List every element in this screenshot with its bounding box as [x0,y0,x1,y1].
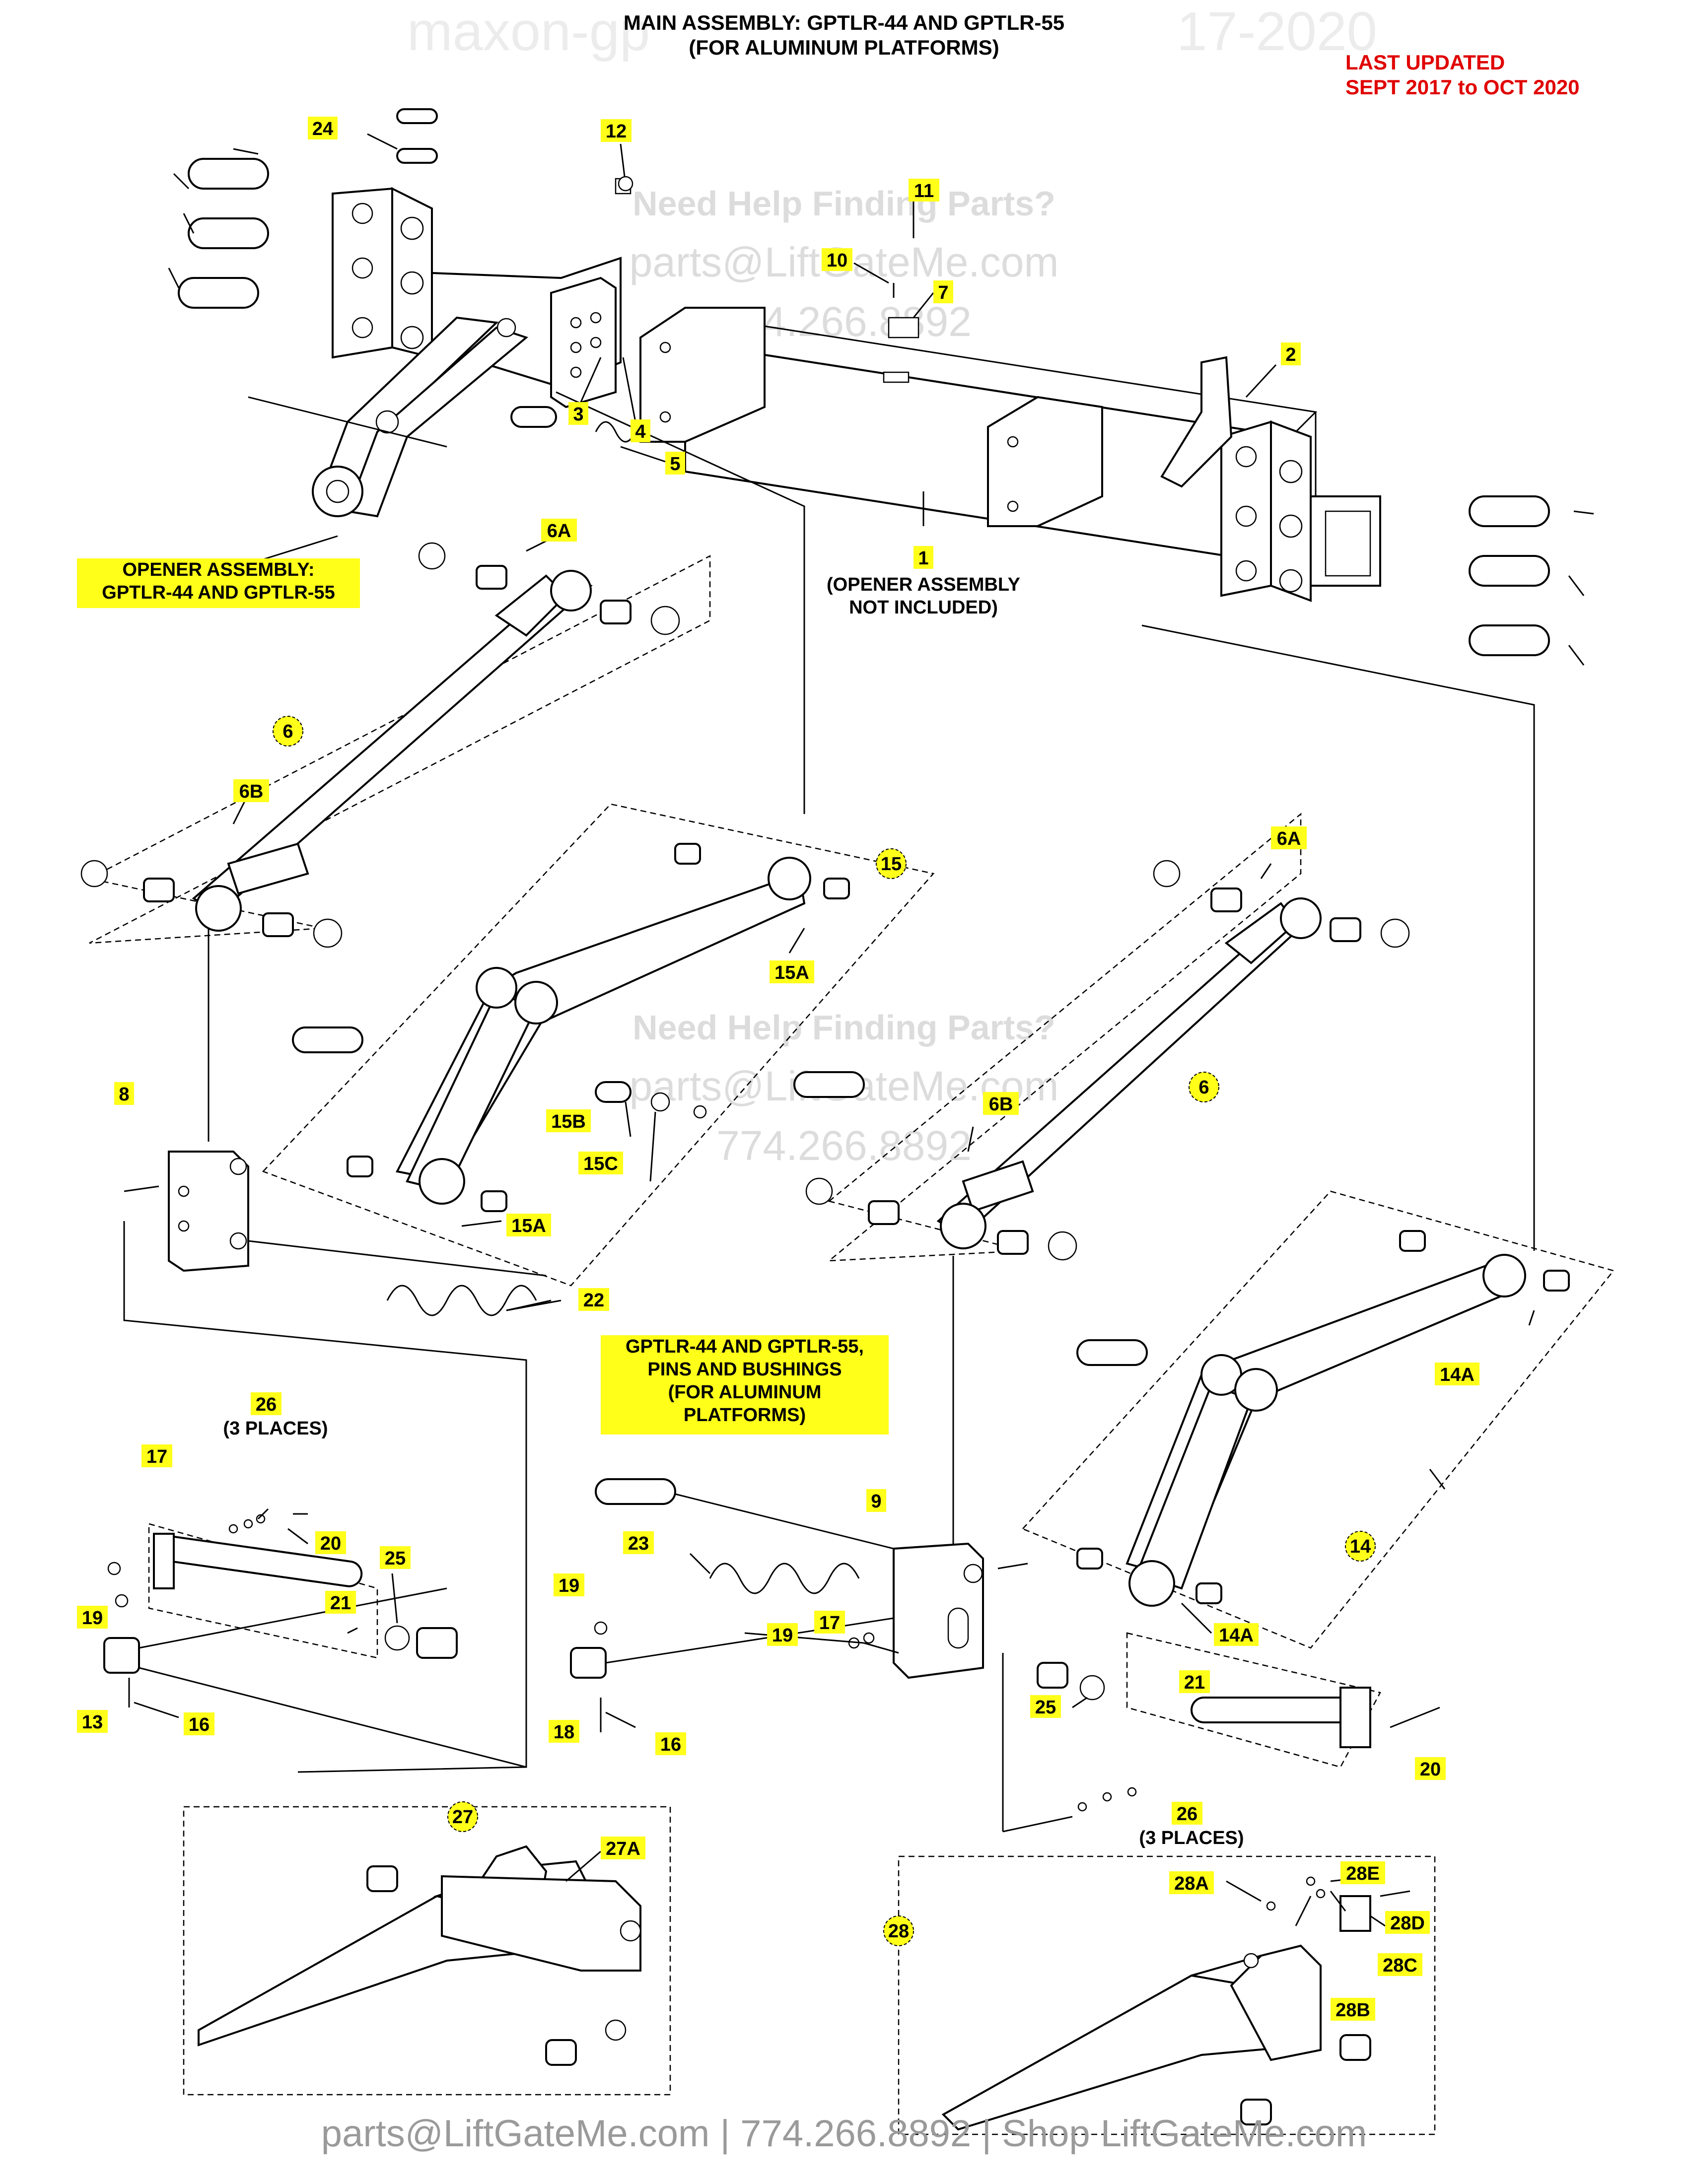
callout-27: 27 [452,1807,473,1828]
callout-3: 3 [573,404,583,425]
help-watermark-phone-2: 774.266.8892 [716,1122,972,1169]
watermark-text: maxon-gp [407,1,650,62]
callout-28C: 28C [1383,1955,1417,1976]
callout-14A-bottom: 14A [1219,1625,1254,1646]
callout-15A-bottom: 15A [511,1216,546,1236]
callout-6B-left: 6B [239,781,264,802]
page-subtitle: (FOR ALUMINUM PLATFORMS) [689,36,999,59]
platform-27 [183,1806,671,2096]
opener-assembly-note: OPENER ASSEMBLY: GPTLR-44 AND GPTLR-55 [77,558,360,608]
bracket-8-group [123,1151,562,1773]
page-title: MAIN ASSEMBLY: GPTLR-44 AND GPTLR-55 [623,11,1065,34]
callout-14A-top: 14A [1440,1365,1475,1385]
places-26-right: (3 PLACES) [1139,1828,1244,1848]
last-updated-range: SEPT 2017 to OCT 2020 [1345,75,1580,99]
callout-15: 15 [881,854,902,875]
opener-arm-right [805,813,1410,1618]
callout-25-left: 25 [385,1548,406,1569]
callout-25-right: 25 [1035,1697,1056,1718]
opener-note-line2: GPTLR-44 AND GPTLR-55 [102,582,335,603]
callout-6-left: 6 [282,721,293,742]
callout-6A-left: 6A [547,521,571,542]
callout-23: 23 [628,1533,649,1554]
opener-arm-left [80,540,711,1142]
platform-28 [898,1855,1436,2135]
footer-contact: parts@LiftGateMe.com | 774.266.8892 | Sh… [321,2113,1367,2155]
main-pins-right [1469,495,1594,666]
left-pin-subassembly [103,1508,527,1768]
opener-note-line1: OPENER ASSEMBLY: [122,559,315,580]
callout-28A: 28A [1174,1873,1209,1894]
callout-7: 7 [938,282,948,303]
callout-6A-right: 6A [1277,828,1301,849]
callout-21-right: 21 [1184,1672,1205,1693]
part1-note-line2: NOT INCLUDED) [849,597,998,618]
callout-labels: 24 12 11 10 7 2 3 4 5 1 6A 6 6B 15 15A 6… [77,117,1479,2021]
help-watermark-title-2: Need Help Finding Parts? [633,1008,1055,1047]
right-small-hardware [570,1617,894,1732]
callout-11: 11 [914,181,934,202]
pins-note-line1: GPTLR-44 AND GPTLR-55, [626,1336,864,1357]
callout-19-left: 19 [82,1608,103,1629]
main-pins-left [168,108,438,309]
callout-28B: 28B [1336,2000,1370,2021]
last-updated-label: LAST UPDATED [1345,51,1505,74]
callout-24: 24 [312,119,333,139]
lift-arm-right [1021,1190,1615,1649]
help-watermark-title: Need Help Finding Parts? [633,184,1055,223]
pins-note-line4: PLATFORMS) [683,1405,806,1426]
callout-13: 13 [82,1712,103,1733]
pins-note-line3: (FOR ALUMINUM [668,1382,822,1403]
callout-15C: 15C [583,1154,618,1174]
callout-26-left: 26 [256,1394,277,1415]
callout-19-right: 19 [772,1625,793,1646]
watermark-text-tail: 17-2020 [1177,1,1377,62]
callout-8: 8 [119,1084,129,1105]
callout-9: 9 [871,1491,881,1512]
callout-15B: 15B [551,1111,586,1132]
callout-28: 28 [888,1921,909,1942]
callout-14: 14 [1350,1536,1371,1557]
callout-16-right: 16 [660,1734,681,1755]
callout-26-right: 26 [1177,1804,1197,1825]
callout-6-right: 6 [1198,1077,1209,1098]
callout-28E: 28E [1346,1863,1380,1884]
callout-27A: 27A [606,1839,640,1859]
callout-17-left: 17 [146,1446,167,1467]
callout-21-left: 21 [330,1593,351,1614]
places-26-left: (3 PLACES) [223,1418,328,1439]
callout-2: 2 [1285,344,1296,365]
callout-6B-right: 6B [989,1094,1013,1115]
callout-20-left: 20 [320,1533,341,1554]
callout-4: 4 [635,421,645,442]
callout-17-right: 17 [819,1613,840,1634]
callout-15A-top: 15A [774,962,809,983]
bracket-9-group [595,1478,1440,1833]
callout-1: 1 [918,548,928,569]
main-tube-assembly [168,108,1594,1251]
lift-arm-left [262,803,935,1287]
pins-note-line2: PINS AND BUSHINGS [647,1359,842,1380]
pins-bushings-note: GPTLR-44 AND GPTLR-55, PINS AND BUSHINGS… [601,1335,889,1434]
callout-5: 5 [670,454,680,475]
callout-16-left: 16 [189,1714,210,1735]
callout-19-upper: 19 [559,1575,579,1596]
callout-28D: 28D [1390,1913,1425,1934]
callout-22: 22 [583,1290,604,1311]
callout-18: 18 [554,1722,574,1743]
callout-20-right: 20 [1420,1759,1441,1780]
callout-12: 12 [606,121,627,142]
callout-10: 10 [827,250,847,271]
title-watermark: maxon-gp 17-2020 [407,0,1377,63]
part1-note-line1: (OPENER ASSEMBLY [827,574,1020,595]
